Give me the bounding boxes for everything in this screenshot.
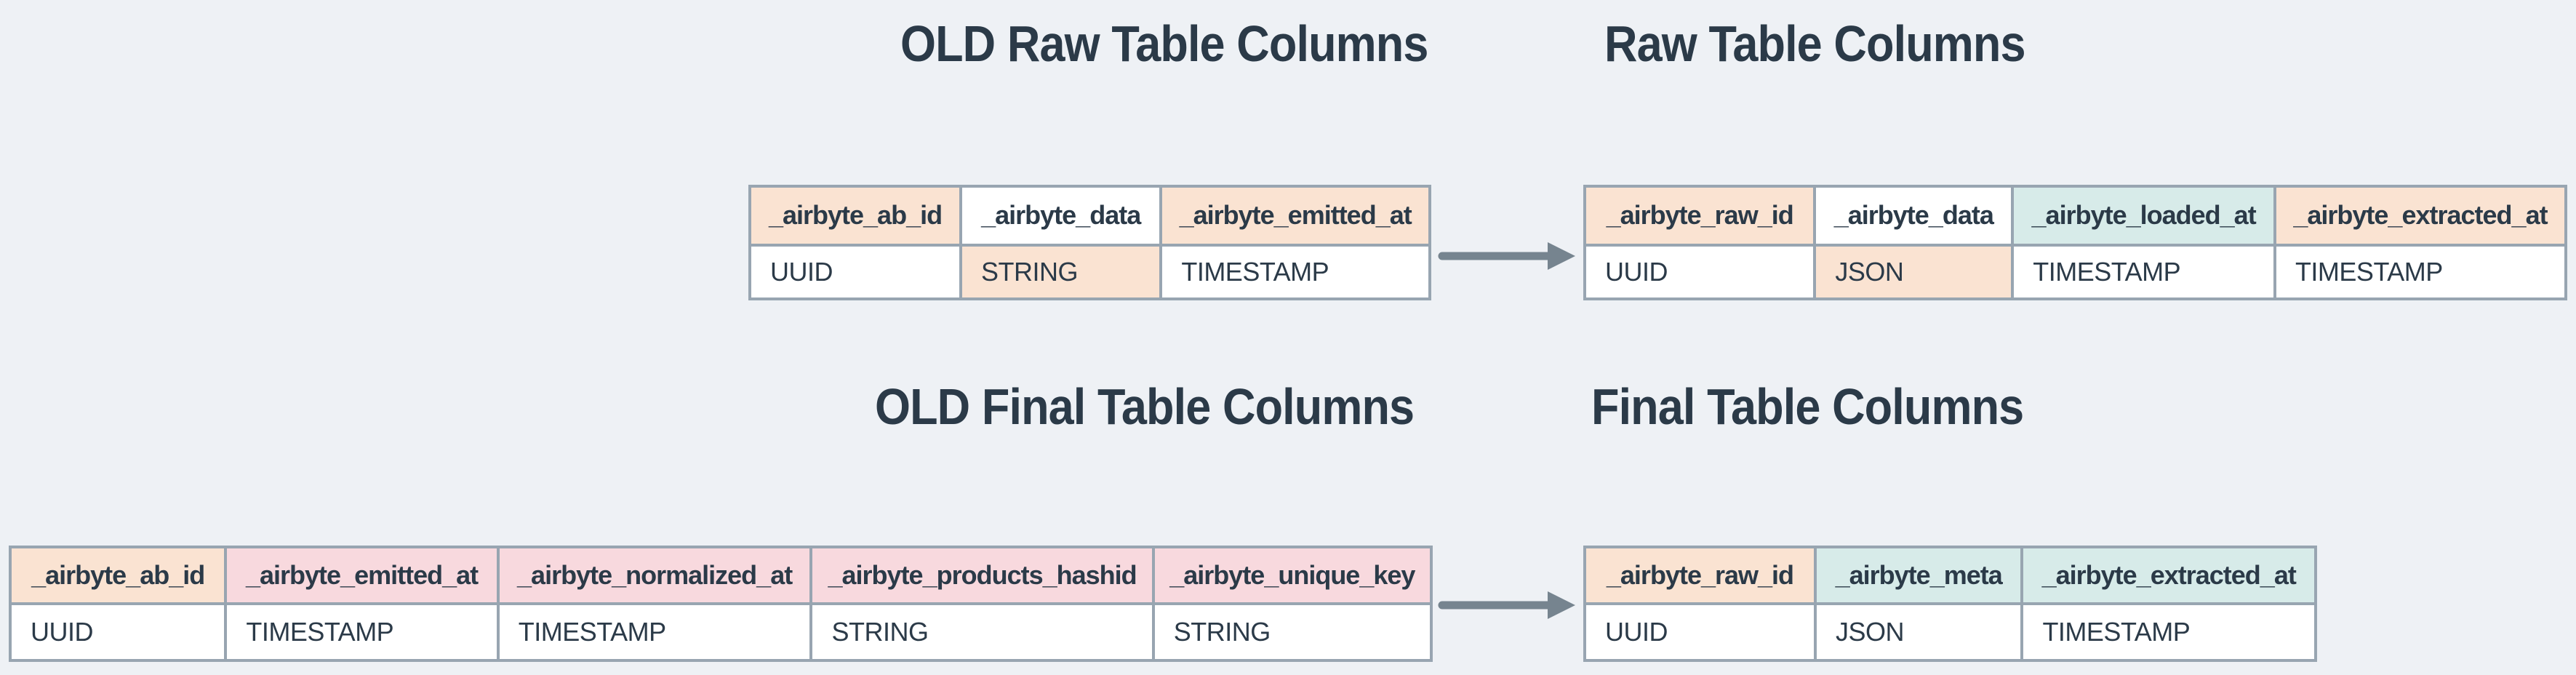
column-name-cell: _airbyte_extracted_at: [2276, 188, 2564, 244]
column-name-cell: _airbyte_normalized_at: [499, 548, 810, 602]
column-type-cell: STRING: [812, 605, 1152, 659]
raw-table: _airbyte_raw_id _airbyte_data _airbyte_l…: [1583, 185, 2567, 300]
old-final-table: _airbyte_ab_id _airbyte_emitted_at _airb…: [9, 546, 1433, 662]
column-name-cell: _airbyte_emitted_at: [227, 548, 497, 602]
column-type-cell: TIMESTAMP: [227, 605, 497, 659]
column-name-cell: _airbyte_data: [962, 188, 1160, 244]
column-type-cell: TIMESTAMP: [1162, 246, 1428, 297]
column-type-cell: TIMESTAMP: [499, 605, 810, 659]
column-type-cell: STRING: [1154, 605, 1430, 659]
raw-table-title: Raw Table Columns: [1604, 15, 2026, 72]
arrow-right-icon: [1438, 242, 1575, 270]
column-name-cell: _airbyte_loaded_at: [2014, 188, 2273, 244]
column-type-cell: JSON: [1816, 246, 2012, 297]
column-type-cell: UUID: [751, 246, 960, 297]
column-name-cell: _airbyte_ab_id: [751, 188, 960, 244]
column-name-cell: _airbyte_products_hashid: [812, 548, 1152, 602]
column-type-cell: TIMESTAMP: [2014, 246, 2273, 297]
old-raw-table-title: OLD Raw Table Columns: [900, 15, 1428, 72]
column-type-cell: UUID: [1586, 246, 1814, 297]
column-type-cell: TIMESTAMP: [2276, 246, 2564, 297]
column-name-cell: _airbyte_emitted_at: [1162, 188, 1428, 244]
old-raw-table: _airbyte_ab_id _airbyte_data _airbyte_em…: [748, 185, 1431, 300]
column-type-cell: JSON: [1816, 605, 2021, 659]
column-name-cell: _airbyte_raw_id: [1586, 188, 1814, 244]
column-name-cell: _airbyte_data: [1816, 188, 2012, 244]
final-table-title: Final Table Columns: [1591, 378, 2024, 435]
final-table: _airbyte_raw_id _airbyte_meta _airbyte_e…: [1583, 546, 2317, 662]
column-name-cell: _airbyte_extracted_at: [2023, 548, 2314, 602]
column-type-cell: UUID: [1586, 605, 1814, 659]
old-final-table-title: OLD Final Table Columns: [875, 378, 1415, 435]
column-name-cell: _airbyte_raw_id: [1586, 548, 1814, 602]
column-name-cell: _airbyte_ab_id: [12, 548, 225, 602]
column-name-cell: _airbyte_unique_key: [1154, 548, 1430, 602]
column-name-cell: _airbyte_meta: [1816, 548, 2021, 602]
arrow-right-icon: [1438, 591, 1575, 619]
column-type-cell: STRING: [962, 246, 1160, 297]
column-type-cell: UUID: [12, 605, 225, 659]
column-type-cell: TIMESTAMP: [2023, 605, 2314, 659]
